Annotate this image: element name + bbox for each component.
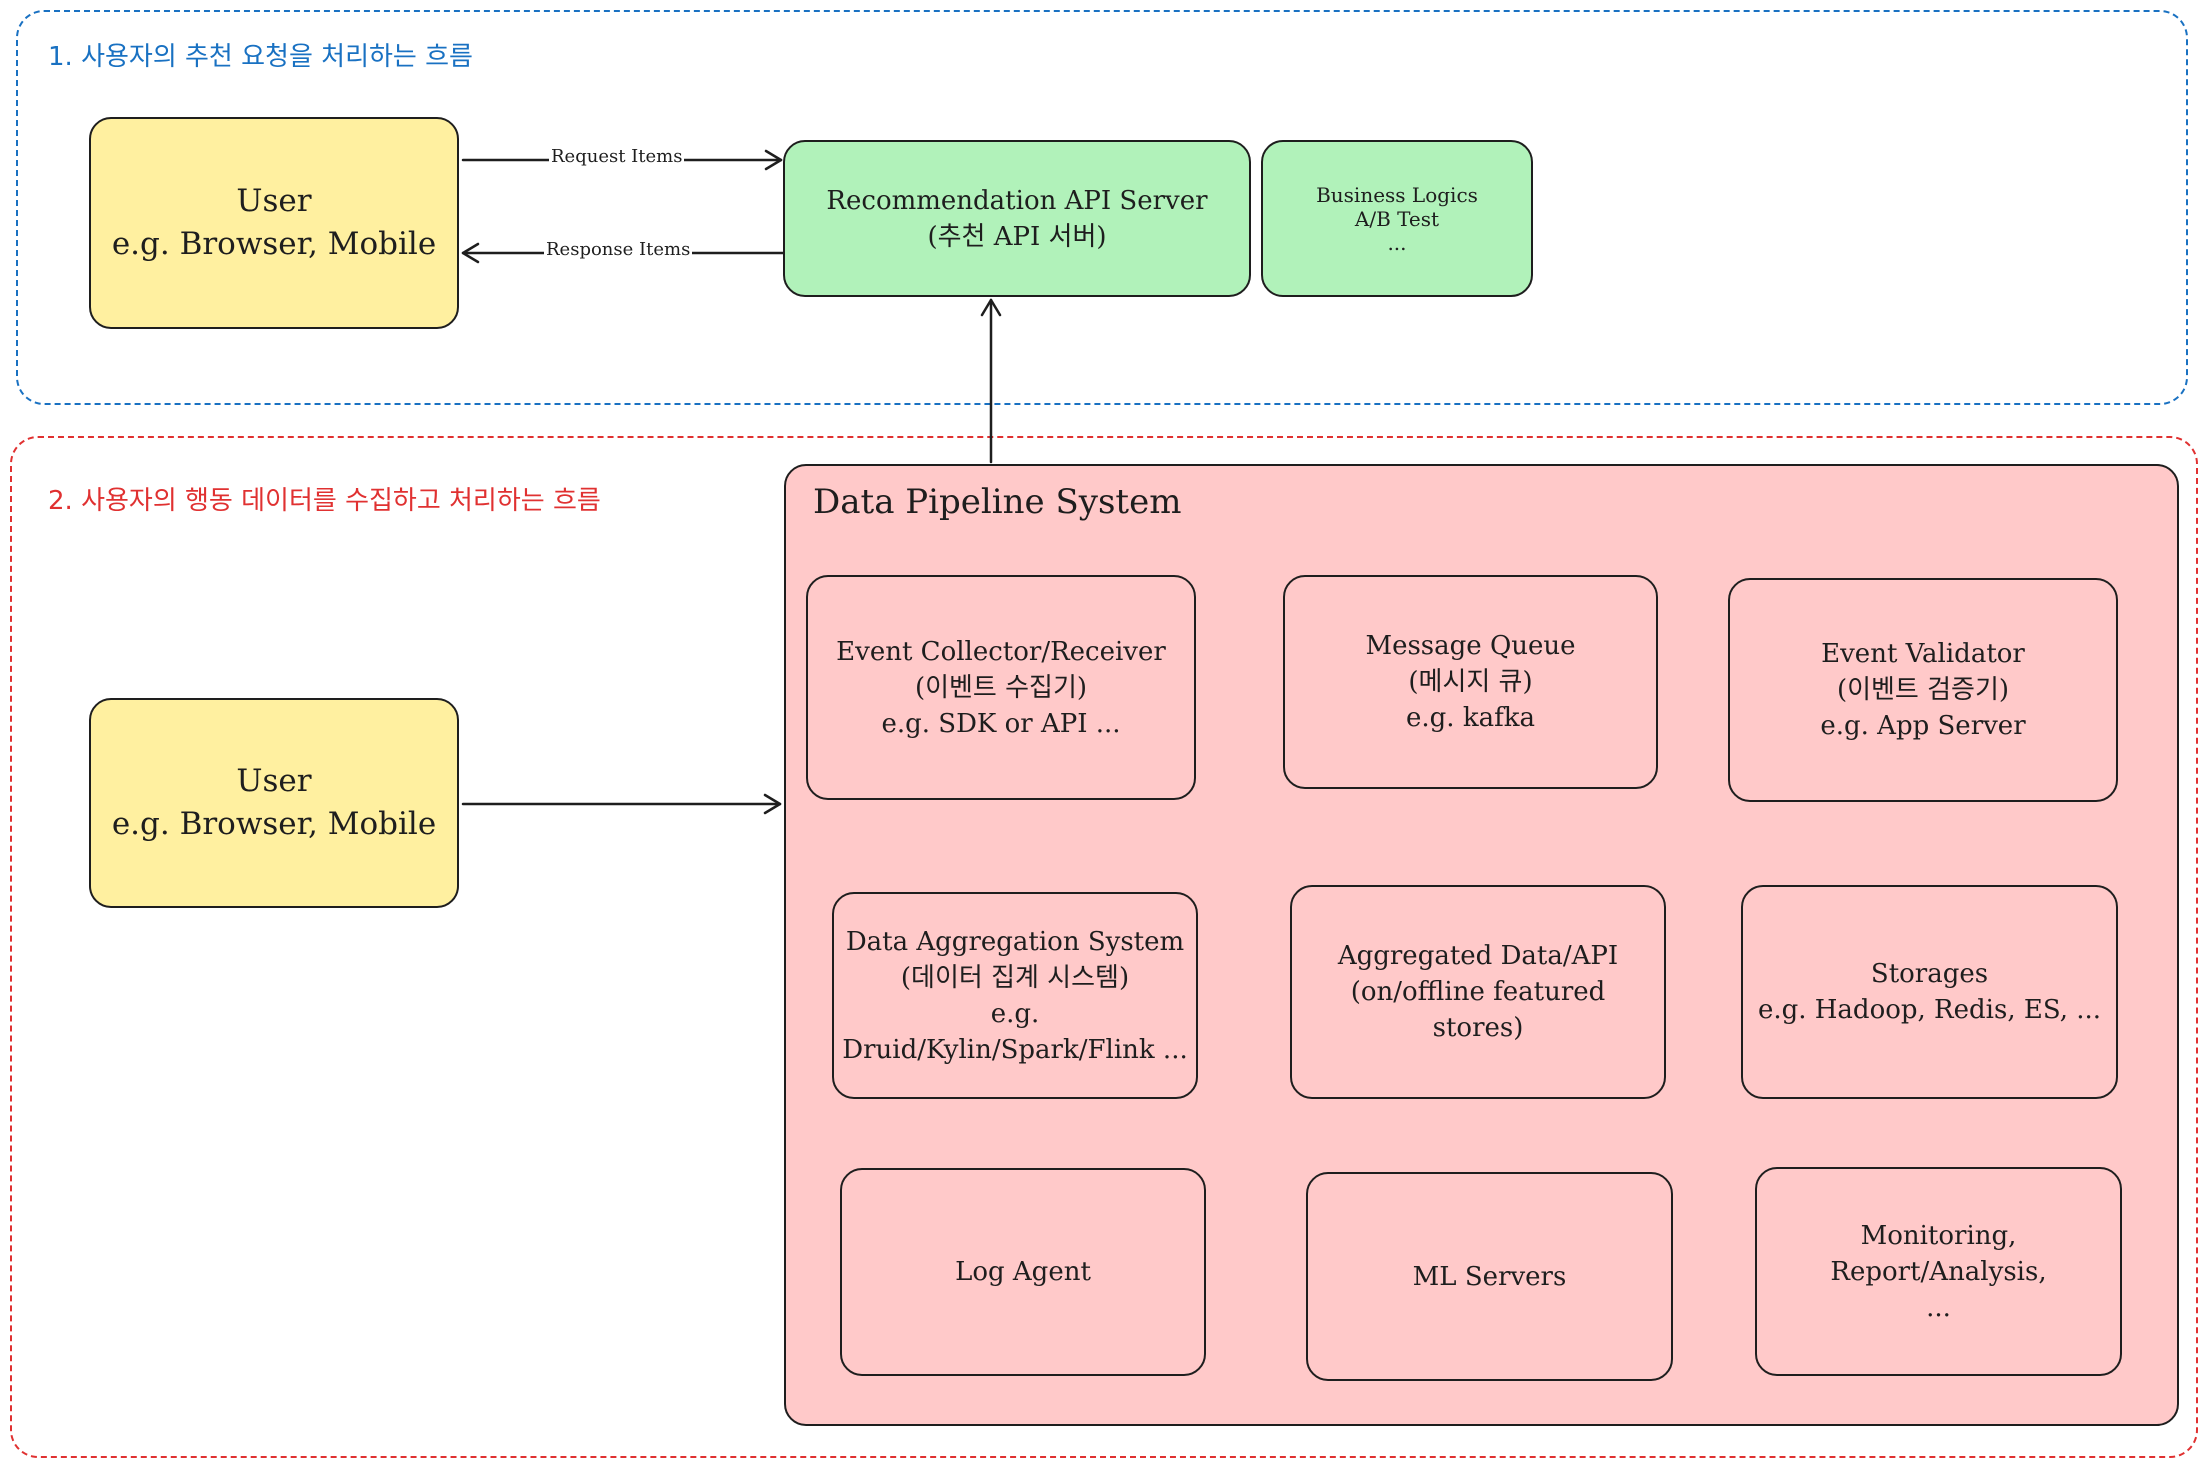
data-collection-flow-group bbox=[10, 436, 2198, 1458]
user-node-top-label: User bbox=[236, 183, 312, 219]
recommendation-api-server-subtitle: (추천 API 서버) bbox=[927, 221, 1107, 252]
event-validator-node: Event Validator (이벤트 검증기) e.g. App Serve… bbox=[1728, 578, 2118, 802]
report-analysis-label: Report/Analysis, bbox=[1830, 1256, 2047, 1287]
user-node-bottom: User e.g. Browser, Mobile bbox=[89, 698, 459, 908]
pipeline-to-api-arrowhead bbox=[980, 298, 1002, 317]
response-items-label: Response Items bbox=[544, 239, 693, 260]
event-validator-label: Event Validator bbox=[1821, 639, 2025, 669]
user-node-bottom-example: e.g. Browser, Mobile bbox=[111, 806, 437, 842]
data-collection-flow-title: 2. 사용자의 행동 데이터를 수집하고 처리하는 흐름 bbox=[48, 486, 601, 516]
response-arrowhead bbox=[461, 242, 480, 264]
event-collector-node: Event Collector/Receiver (이벤트 수집기) e.g. … bbox=[806, 575, 1196, 800]
business-ellipsis-label: ... bbox=[1387, 230, 1407, 255]
user-node-top: User e.g. Browser, Mobile bbox=[89, 117, 459, 329]
business-logics-label: Business Logics bbox=[1316, 182, 1478, 207]
user-node-bottom-label: User bbox=[236, 763, 312, 799]
ml-servers-label: ML Servers bbox=[1412, 1261, 1567, 1292]
event-collector-subtitle: (이벤트 수집기) bbox=[914, 672, 1088, 703]
data-aggregation-example: Druid/Kylin/Spark/Flink ... bbox=[842, 1034, 1188, 1065]
storages-label: Storages bbox=[1870, 959, 1989, 989]
log-agent-node: Log Agent bbox=[840, 1168, 1206, 1376]
request-items-label: Request Items bbox=[549, 146, 685, 167]
recommendation-flow-group bbox=[16, 10, 2188, 405]
aggregated-data-subtitle-1: (on/offline featured bbox=[1350, 977, 1606, 1007]
recommendation-api-server-node: Recommendation API Server (추천 API 서버) bbox=[783, 140, 1251, 297]
monitoring-label: Monitoring, bbox=[1860, 1220, 2017, 1251]
event-validator-example: e.g. App Server bbox=[1820, 711, 2026, 741]
event-collector-label: Event Collector/Receiver bbox=[836, 636, 1166, 667]
recommendation-api-server-label: Recommendation API Server bbox=[826, 185, 1208, 216]
data-aggregation-subtitle: (데이터 집계 시스템) bbox=[900, 962, 1130, 993]
storages-example: e.g. Hadoop, Redis, ES, ... bbox=[1757, 995, 2102, 1025]
ab-test-label: A/B Test bbox=[1354, 206, 1440, 231]
user-node-top-example: e.g. Browser, Mobile bbox=[111, 226, 437, 262]
monitoring-ellipsis-label: ... bbox=[1926, 1292, 1951, 1323]
log-agent-label: Log Agent bbox=[955, 1257, 1091, 1287]
user-to-pipeline-arrowhead bbox=[763, 793, 782, 815]
aggregated-data-api-node: Aggregated Data/API (on/offline featured… bbox=[1290, 885, 1666, 1099]
monitoring-node: Monitoring, Report/Analysis, ... bbox=[1755, 1167, 2122, 1376]
aggregated-data-subtitle-2: stores) bbox=[1432, 1013, 1524, 1043]
request-arrowhead bbox=[764, 149, 783, 171]
storages-node: Storages e.g. Hadoop, Redis, ES, ... bbox=[1741, 885, 2118, 1099]
business-logics-node: Business Logics A/B Test ... bbox=[1261, 140, 1533, 297]
ml-servers-node: ML Servers bbox=[1306, 1172, 1673, 1381]
aggregated-data-label: Aggregated Data/API bbox=[1337, 941, 1619, 971]
message-queue-subtitle: (메시지 큐) bbox=[1408, 667, 1533, 697]
data-aggregation-eg: e.g. bbox=[990, 998, 1040, 1029]
message-queue-node: Message Queue (메시지 큐) e.g. kafka bbox=[1283, 575, 1658, 789]
event-collector-example: e.g. SDK or API ... bbox=[881, 708, 1121, 739]
event-validator-subtitle: (이벤트 검증기) bbox=[1836, 675, 2010, 705]
data-aggregation-label: Data Aggregation System bbox=[845, 926, 1185, 957]
data-pipeline-system-title: Data Pipeline System bbox=[813, 482, 1182, 522]
recommendation-flow-title: 1. 사용자의 추천 요청을 처리하는 흐름 bbox=[48, 42, 473, 72]
data-aggregation-system-node: Data Aggregation System (데이터 집계 시스템) e.g… bbox=[832, 892, 1198, 1099]
message-queue-label: Message Queue bbox=[1365, 631, 1576, 661]
message-queue-example: e.g. kafka bbox=[1406, 703, 1535, 733]
